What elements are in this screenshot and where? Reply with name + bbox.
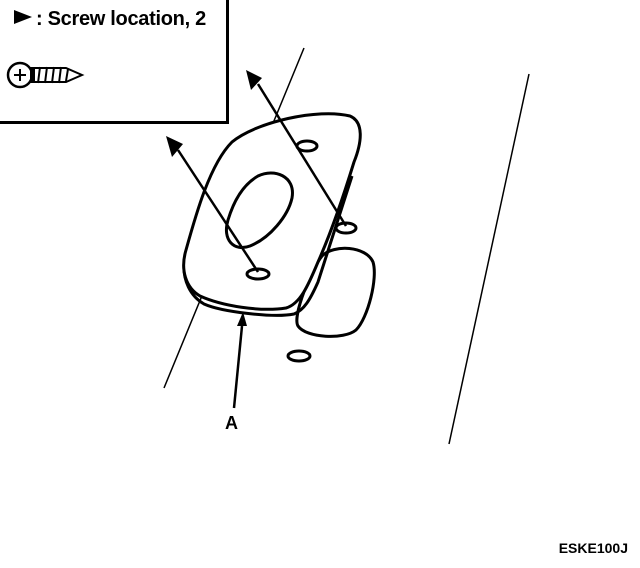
- screw-arrow-icon: [14, 10, 32, 24]
- screw-icon: [6, 61, 85, 89]
- legend-box: : Screw location, 2: [0, 0, 229, 124]
- screw-hole-right: [334, 221, 358, 235]
- screw-arrow-icon: [166, 136, 183, 157]
- part-a-leader: [232, 325, 244, 409]
- screw-hole-left: [245, 267, 271, 281]
- bracket-plate-edge: [182, 175, 354, 317]
- body-hole: [286, 349, 312, 363]
- screw-arrow-icon: [246, 70, 262, 90]
- bracket-slot: [225, 171, 294, 249]
- legend-text: : Screw location, 2: [36, 8, 206, 30]
- bracket-back-tab: [295, 246, 376, 338]
- screw-leader-right: [256, 83, 348, 227]
- part-a-arrow-icon: [237, 312, 247, 326]
- screw-leader-left: [176, 149, 260, 273]
- figure-code: ESKE100J: [558, 540, 628, 556]
- legend-caption: : Screw location, 2: [14, 8, 206, 31]
- panel-edge-right: [448, 73, 530, 445]
- part-label-a: A: [225, 413, 238, 433]
